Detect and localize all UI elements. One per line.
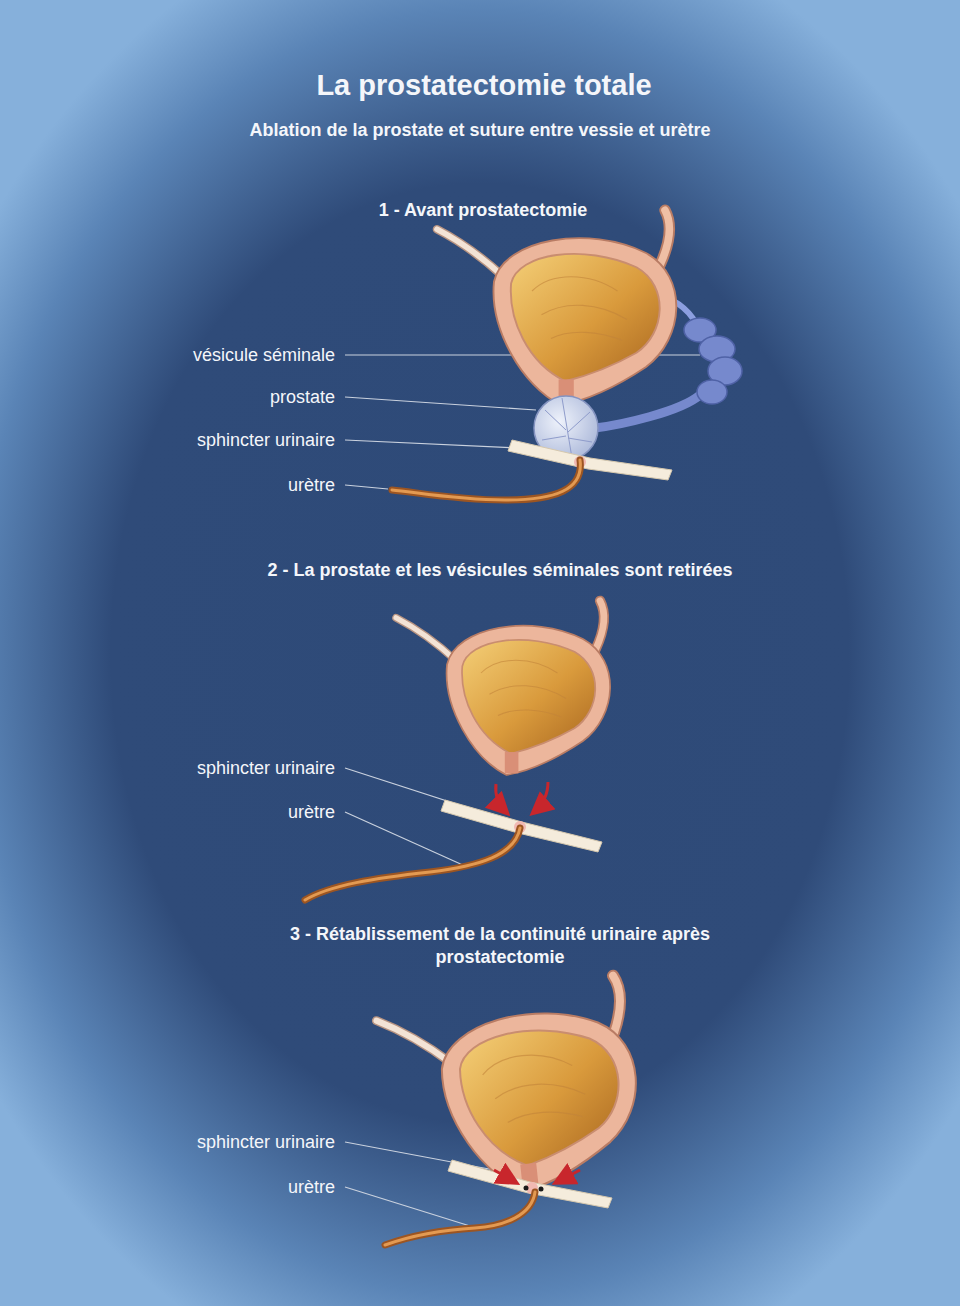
urethra	[392, 460, 580, 500]
urethra	[385, 1192, 535, 1245]
leader-lines	[345, 355, 700, 489]
urethra	[385, 1192, 535, 1245]
red-arrows	[496, 784, 506, 812]
seminal-vesicle	[595, 318, 742, 428]
red-arrows	[494, 1170, 515, 1182]
sutures	[524, 1186, 529, 1191]
bladder	[374, 974, 646, 1204]
red-arrows	[557, 1170, 580, 1182]
part-label: sphincter urinaire	[197, 757, 335, 780]
part-label: sphincter urinaire	[197, 429, 335, 452]
part-label: sphincter urinaire	[197, 1131, 335, 1154]
leader-lines	[345, 397, 536, 410]
part-label: urètre	[288, 1176, 335, 1199]
urethra	[392, 460, 580, 500]
seminal-vesicle	[697, 380, 727, 404]
sutures	[524, 1186, 544, 1192]
bladder	[396, 601, 610, 775]
step-heading: 1 - Avant prostatectomie	[233, 199, 733, 222]
red-arrows	[496, 782, 548, 812]
part-label: prostate	[270, 386, 335, 409]
urethra	[305, 828, 520, 900]
leader-lines	[345, 440, 520, 448]
subtitle: Ablation de la prostate et suture entre …	[30, 119, 930, 142]
red-arrows	[494, 1170, 580, 1182]
step-heading: 3 - Rétablissement de la continuité urin…	[255, 923, 745, 968]
leader-lines	[345, 812, 465, 866]
step-heading: 2 - La prostate et les vésicules séminal…	[265, 559, 735, 582]
part-label: urètre	[288, 474, 335, 497]
sphincter	[508, 440, 672, 480]
diagram-title: La prostatectomie totale	[4, 67, 960, 103]
urethra	[305, 828, 520, 900]
bladder	[437, 210, 676, 405]
seminal-vesicle	[595, 395, 700, 428]
sutures	[539, 1187, 544, 1192]
leader-lines	[345, 485, 388, 489]
red-arrows	[534, 782, 548, 812]
part-label: vésicule séminale	[193, 344, 335, 367]
part-label: urètre	[288, 801, 335, 824]
leader-lines	[345, 1187, 470, 1226]
